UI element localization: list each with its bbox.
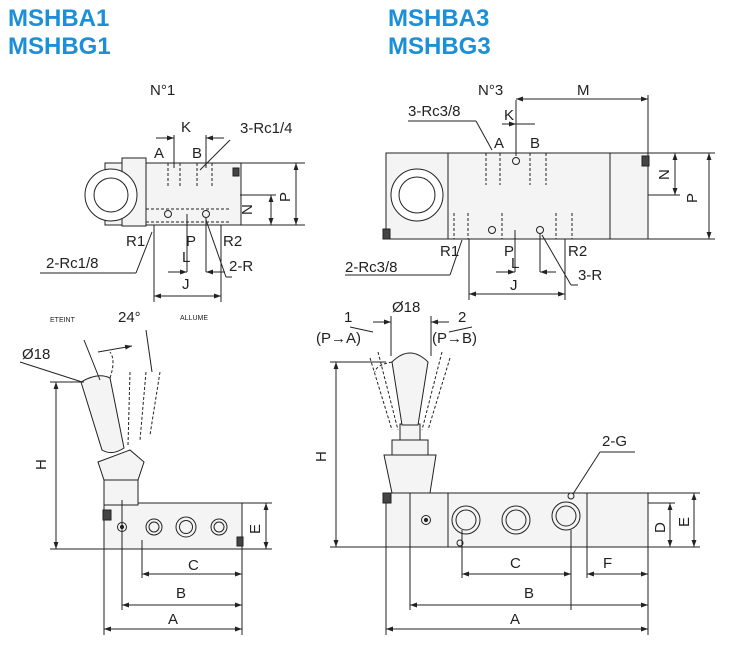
left-label-r2: R2 xyxy=(223,233,242,250)
left-labels: N°1 K A B 3-Rc1/4 N P R1 P R2 L 2-Rc1/8 … xyxy=(22,82,294,628)
right-label-n: N xyxy=(656,169,673,180)
right-label-f: F xyxy=(603,555,612,572)
right-view-label: N°3 xyxy=(478,82,503,99)
right-label-h: H xyxy=(313,451,330,462)
right-label-pos2: 2 xyxy=(458,309,466,326)
left-label-c: C xyxy=(188,557,199,574)
right-label-port-p: P xyxy=(504,243,514,260)
right-label-flow1: (P→A) xyxy=(316,330,361,347)
right-label-r2: R2 xyxy=(568,243,587,260)
right-label-l: L xyxy=(511,255,519,272)
left-view-label: N°1 xyxy=(150,82,175,99)
left-label-r1: R1 xyxy=(126,233,145,250)
left-label-port-p: P xyxy=(186,233,196,250)
left-label-on: ALLUME xyxy=(180,315,208,322)
right-label-j: J xyxy=(510,277,518,294)
left-label-b-dim: B xyxy=(176,585,186,602)
right-label-c: C xyxy=(510,555,521,572)
left-label-angle: 24° xyxy=(118,309,141,326)
right-label-r1: R1 xyxy=(440,243,459,260)
left-label-p: P xyxy=(277,192,294,202)
right-label-flow2: (P→B) xyxy=(432,330,477,347)
title-right-2: MSHBG3 xyxy=(388,33,491,60)
right-label-m: M xyxy=(577,82,590,99)
left-side-view xyxy=(19,329,272,635)
left-label-ports-in: 2-Rc1/8 xyxy=(46,255,99,272)
right-label-ports-top: 3-Rc3/8 xyxy=(408,103,461,120)
right-label-k: K xyxy=(504,107,514,124)
left-label-k: K xyxy=(181,119,191,136)
right-label-b: B xyxy=(530,135,540,152)
right-side-view xyxy=(330,316,700,635)
right-labels: N°3 M 3-Rc3/8 K A B P N R1 P R2 L 2-Rc3/… xyxy=(313,82,701,628)
right-label-a-dim: A xyxy=(510,611,520,628)
left-label-ports-top: 3-Rc1/4 xyxy=(240,120,293,137)
left-label-h: H xyxy=(33,459,50,470)
left-label-b: B xyxy=(192,145,202,162)
right-label-ports-in: 2-Rc3/8 xyxy=(345,259,398,276)
right-top-view xyxy=(345,95,715,300)
title-left-1: MSHBA1 xyxy=(8,5,110,32)
left-label-e: E xyxy=(247,524,264,534)
right-label-dia: Ø18 xyxy=(392,299,420,316)
left-label-ports-r: 2-R xyxy=(229,258,253,275)
right-label-g: 2-G xyxy=(602,433,627,450)
right-label-p: P xyxy=(684,193,701,203)
left-label-a-dim: A xyxy=(168,611,178,628)
left-label-a: A xyxy=(154,145,164,162)
right-label-d: D xyxy=(652,522,669,533)
left-label-l: L xyxy=(182,249,190,266)
right-label-ports-r: 3-R xyxy=(578,267,602,284)
left-top-view xyxy=(40,135,305,302)
right-label-b-dim: B xyxy=(524,585,534,602)
title-left-2: MSHBG1 xyxy=(8,33,111,60)
right-label-pos1: 1 xyxy=(344,309,352,326)
right-label-a: A xyxy=(494,135,504,152)
left-label-n: N xyxy=(239,204,256,215)
left-label-off: ETEINT xyxy=(50,317,76,324)
right-label-e: E xyxy=(676,517,693,527)
title-right-1: MSHBA3 xyxy=(388,5,490,32)
left-label-j: J xyxy=(182,276,190,293)
left-label-dia: Ø18 xyxy=(22,346,50,363)
